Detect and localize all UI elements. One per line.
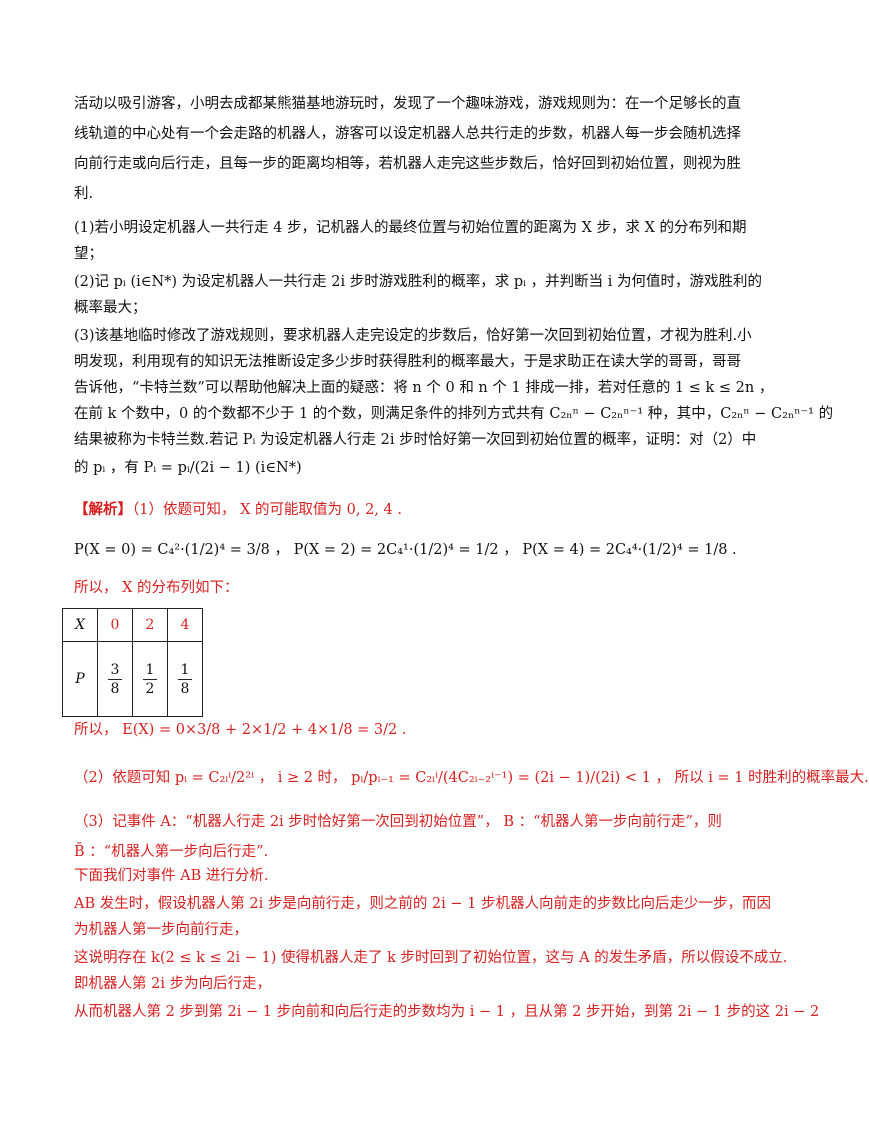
question-text-line: 【解析】（1）依题可知， X 的可能取值为 0, 2, 4 . — [74, 500, 734, 520]
line-text: (2)记 pᵢ (i∈N*) 为设定机器人一共行走 2i 步时游戏胜利的概率，求… — [74, 274, 763, 290]
question-text-line: (3)该基地临时修改了游戏规则，要求机器人走完设定的步数后，恰好第一次回到初始位… — [74, 326, 752, 346]
line-text: 从而机器人第 2 步到第 2i − 1 步向前和向后行走的步数均为 i − 1 … — [74, 1004, 820, 1020]
question-text-line: P(X = 0) = C₄²·(1/2)⁴ = 3/8 ， P(X = 2) =… — [74, 540, 737, 560]
line-text: 望； — [74, 246, 103, 262]
question-text-line: 在前 k 个数中，0 的个数都不少于 1 的个数，则满足条件的排列方式共有 C₂… — [74, 404, 833, 424]
line-text: 向前行走或向后行走，且每一步的距离均相等，若机器人走完这些步数后，恰好回到初始位… — [74, 156, 741, 172]
line-text: （1）依题可知， X 的可能取值为 0, 2, 4 . — [132, 502, 402, 518]
line-text: 下面我们对事件 AB 进行分析. — [74, 868, 269, 884]
question-text-line: 向前行走或向后行走，且每一步的距离均相等，若机器人走完这些步数后，恰好回到初始位… — [74, 154, 741, 174]
line-text: (1)若小明设定机器人一共行走 4 步，记机器人的最终位置与初始位置的距离为 X… — [74, 220, 747, 236]
line-text: 结果被称为卡特兰数.若记 Pᵢ 为设定机器人行走 2i 步时恰好第一次回到初始位… — [74, 432, 757, 448]
line-text: 的 pᵢ ，有 Pᵢ = pᵢ/(2i − 1) (i∈N*) — [74, 460, 302, 476]
solution-text-line: 为机器人第一步向前行走， — [74, 920, 734, 940]
line-text: AB 发生时，假设机器人第 2i 步是向前行走，则之前的 2i − 1 步机器人… — [74, 896, 771, 912]
solution-text-line: 下面我们对事件 AB 进行分析. — [74, 866, 734, 886]
solution-text-line: B̄ ：“机器人第一步向后行走”. — [74, 842, 734, 862]
line-text: 这说明存在 k(2 ≤ k ≤ 2i − 1) 使得机器人走了 k 步时回到了初… — [74, 950, 788, 966]
table-label-p: P — [62, 641, 98, 717]
line-text: 为机器人第一步向前行走， — [74, 922, 248, 938]
solution-text-line: 从而机器人第 2 步到第 2i − 1 步向前和向后行走的步数均为 i − 1 … — [74, 1002, 819, 1022]
frac-num: 1 — [142, 661, 158, 680]
solution-text-line: （3）记事件 A：“机器人行走 2i 步时恰好第一次回到初始位置”， B ：“机… — [74, 812, 734, 832]
question-text-line: 线轨道的中心处有一个会走路的机器人，游客可以设定机器人总共行走的步数，机器人每一… — [74, 124, 741, 144]
solution-text-line: 即机器人第 2i 步为向后行走， — [74, 974, 734, 994]
question-text-line: 告诉他，“卡特兰数”可以帮助他解决上面的疑惑：将 n 个 0 和 n 个 1 排… — [74, 378, 773, 398]
table-header-x: X — [62, 608, 98, 642]
table-header-2: 2 — [132, 608, 168, 642]
line-text: 利. — [74, 186, 94, 202]
line-text: (3)该基地临时修改了游戏规则，要求机器人走完设定的步数后，恰好第一次回到初始位… — [74, 328, 752, 344]
solution-text-line: 这说明存在 k(2 ≤ k ≤ 2i − 1) 使得机器人走了 k 步时回到了初… — [74, 948, 787, 968]
solution-text-line: AB 发生时，假设机器人第 2i 步是向前行走，则之前的 2i − 1 步机器人… — [74, 894, 771, 914]
line-text: P(X = 0) = C₄²·(1/2)⁴ = 3/8 ， P(X = 2) =… — [74, 542, 737, 558]
line-text: 在前 k 个数中，0 的个数都不少于 1 的个数，则满足条件的排列方式共有 C₂… — [74, 406, 834, 422]
analysis-tag: 【解析】 — [74, 501, 132, 518]
line-text: 即机器人第 2i 步为向后行走， — [74, 976, 272, 992]
question-text-line: 望； — [74, 244, 734, 264]
line-text: 活动以吸引游客，小明去成都某熊猫基地游玩时，发现了一个趣味游戏，游戏规则为：在一… — [74, 96, 741, 112]
line-text: 概率最大； — [74, 300, 147, 316]
line-text: 明发现，利用现有的知识无法推断设定多少步时获得胜利的概率最大，于是求助正在读大学… — [74, 354, 741, 370]
frac-num: 1 — [177, 661, 193, 680]
frac-den: 2 — [145, 680, 155, 697]
line-text: 告诉他，“卡特兰数”可以帮助他解决上面的疑惑：将 n 个 0 和 n 个 1 排… — [74, 380, 774, 396]
table-header-4: 4 — [167, 608, 203, 642]
document-page: 活动以吸引游客，小明去成都某熊猫基地游玩时，发现了一个趣味游戏，游戏规则为：在一… — [74, 94, 869, 1022]
solution-text-line: 所以， E(X) = 0×3/8 + 2×1/2 + 4×1/8 = 3/2 . — [74, 720, 734, 740]
question-text-line: 所以， X 的分布列如下： — [74, 578, 734, 598]
solution-text-line: （2）依题可知 pᵢ = C₂ᵢⁱ/2²ⁱ ， i ≥ 2 时， pᵢ/pᵢ₋₁… — [74, 768, 869, 788]
question-text-line: 利. — [74, 184, 734, 204]
question-text-line: (2)记 pᵢ (i∈N*) 为设定机器人一共行走 2i 步时游戏胜利的概率，求… — [74, 272, 762, 292]
question-text-line: 概率最大； — [74, 298, 734, 318]
line-text: 线轨道的中心处有一个会走路的机器人，游客可以设定机器人总共行走的步数，机器人每一… — [74, 126, 741, 142]
line-text: （2）依题可知 pᵢ = C₂ᵢⁱ/2²ⁱ ， i ≥ 2 时， pᵢ/pᵢ₋₁… — [74, 770, 869, 786]
frac-den: 8 — [110, 680, 120, 697]
line-text: （3）记事件 A：“机器人行走 2i 步时恰好第一次回到初始位置”， B ：“机… — [74, 814, 722, 830]
frac-den: 8 — [180, 680, 190, 697]
table-header-0: 0 — [97, 608, 133, 642]
question-text-line: (1)若小明设定机器人一共行走 4 步，记机器人的最终位置与初始位置的距离为 X… — [74, 218, 747, 238]
table-row-x: X 0 2 4 — [62, 608, 203, 642]
question-text-line: 的 pᵢ ，有 Pᵢ = pᵢ/(2i − 1) (i∈N*) — [74, 458, 734, 478]
line-text: 所以， X 的分布列如下： — [74, 580, 239, 596]
frac-num: 3 — [107, 661, 123, 680]
question-text-line: 结果被称为卡特兰数.若记 Pᵢ 为设定机器人行走 2i 步时恰好第一次回到初始位… — [74, 430, 756, 450]
line-text: B̄ ：“机器人第一步向后行走”. — [74, 844, 269, 860]
question-text-line: 活动以吸引游客，小明去成都某熊猫基地游玩时，发现了一个趣味游戏，游戏规则为：在一… — [74, 94, 741, 114]
question-text-line: 明发现，利用现有的知识无法推断设定多少步时获得胜利的概率最大，于是求助正在读大学… — [74, 352, 741, 372]
line-text: 所以， E(X) = 0×3/8 + 2×1/2 + 4×1/8 = 3/2 . — [74, 722, 407, 738]
